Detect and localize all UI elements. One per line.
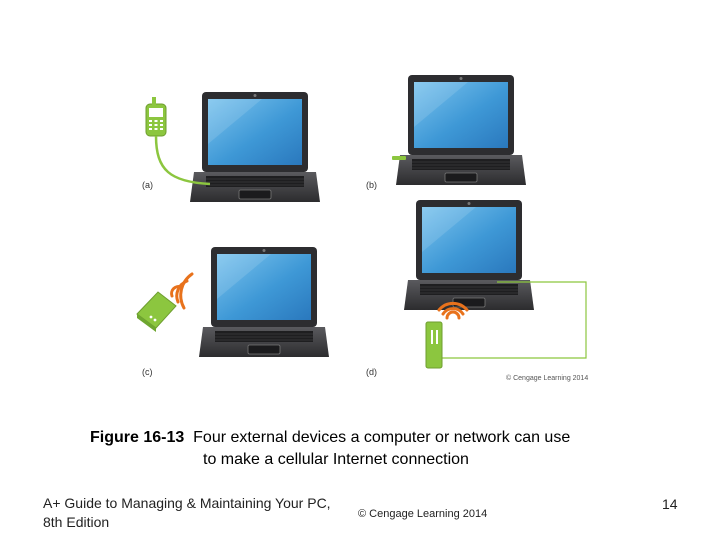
book-title: A+ Guide to Managing & Maintaining Your … xyxy=(43,494,331,532)
panel-b xyxy=(392,74,527,186)
panel-label-d: (d) xyxy=(366,367,377,377)
caption-line-1: Four external devices a computer or netw… xyxy=(193,429,571,446)
page-number: 14 xyxy=(662,496,678,512)
image-credit: © Cengage Learning 2014 xyxy=(506,375,589,382)
panel-label-b: (b) xyxy=(366,180,377,190)
caption-line-2: to make a cellular Internet connection xyxy=(203,451,469,468)
signal-waves-icon xyxy=(437,301,469,320)
panel-label-a: (a) xyxy=(142,180,153,190)
panel-c xyxy=(136,246,330,358)
figure-illustration xyxy=(136,74,587,369)
panel-label-c: (c) xyxy=(142,367,153,377)
signal-waves-icon xyxy=(170,272,194,310)
footer-copyright: © Cengage Learning 2014 xyxy=(358,508,488,520)
book-title-line-1: A+ Guide to Managing & Maintaining Your … xyxy=(43,495,331,511)
usb-modem-icon xyxy=(392,156,406,160)
panel-d xyxy=(403,199,587,369)
mifi-hotspot-icon xyxy=(136,291,177,332)
book-title-line-2: 8th Edition xyxy=(43,514,110,530)
cell-phone-icon xyxy=(145,97,167,137)
cellular-router-icon xyxy=(425,321,443,369)
panel-a xyxy=(145,91,321,203)
caption-label: Figure 16-13 xyxy=(90,429,185,446)
figure-caption: Figure 16-13 Four external devices a com… xyxy=(90,427,650,471)
